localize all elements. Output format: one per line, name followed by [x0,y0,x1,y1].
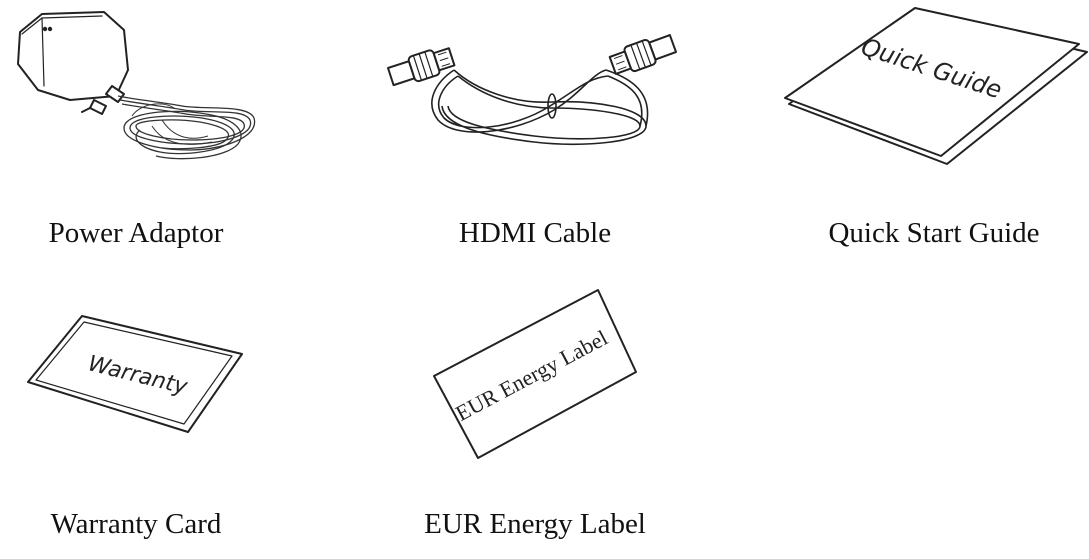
warranty-card-caption: Warranty Card [50,508,222,540]
eur-energy-label-caption: EUR Energy Label [424,508,646,540]
warranty-card-icon: Warranty [26,312,244,436]
quick-start-guide-caption: Quick Start Guide [828,217,1040,249]
power-adaptor-caption: Power Adaptor [48,217,224,249]
power-adaptor-icon [12,8,257,163]
hdmi-cable-icon [384,30,684,155]
quick-guide-booklet-icon: Quick Guide [783,6,1088,166]
energy-label-icon: EUR Energy Label [432,288,638,460]
hdmi-cable-caption: HDMI Cable [458,217,612,249]
